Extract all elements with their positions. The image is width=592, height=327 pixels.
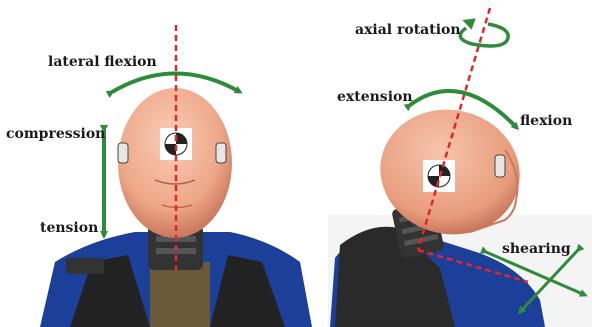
vest <box>150 262 210 327</box>
strap <box>66 258 104 274</box>
label-tension: tension <box>40 220 98 236</box>
label-shearing: shearing <box>502 241 571 257</box>
label-flexion: flexion <box>520 113 572 129</box>
front-view-dummy <box>40 25 312 327</box>
label-lateral-flexion: lateral flexion <box>48 54 157 70</box>
ear-left <box>118 143 128 163</box>
label-compression: compression <box>6 126 105 142</box>
label-axial-rotation: axial rotation <box>355 22 461 38</box>
ear-right <box>216 143 226 163</box>
label-extension: extension <box>337 89 413 105</box>
ear-side <box>495 155 505 177</box>
